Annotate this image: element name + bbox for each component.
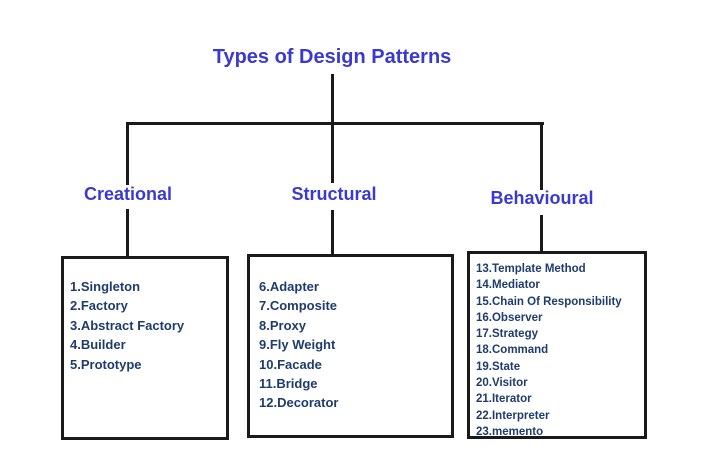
behavioural-patterns-box: 13.Template Method 14.Mediator 15.Chain Of… bbox=[467, 251, 647, 439]
pattern-item: 13.Template Method bbox=[476, 263, 586, 275]
pattern-item: 2.Factory bbox=[70, 298, 128, 314]
pattern-item: 17.Strategy bbox=[476, 328, 539, 341]
pattern-item: 7.Composite bbox=[259, 298, 338, 314]
connector-creational-lower bbox=[126, 209, 129, 256]
pattern-item: 3.Abstract Factory bbox=[70, 317, 185, 333]
pattern-item: 11.Bridge bbox=[259, 376, 318, 392]
pattern-item: 16.Observer bbox=[476, 311, 543, 324]
diagram-title: Types of Design Patterns bbox=[212, 46, 452, 68]
branch-label-structural: Structural bbox=[291, 184, 377, 204]
pattern-item: 12.Decorator bbox=[259, 395, 339, 411]
connector-horizontal-bar bbox=[126, 122, 544, 125]
pattern-item: 5.Prototype bbox=[70, 356, 142, 372]
pattern-item: 23.memento bbox=[476, 425, 544, 438]
connector-behavioural-lower bbox=[540, 215, 543, 251]
pattern-item: 19.State bbox=[476, 360, 521, 373]
pattern-item: 20.Visitor bbox=[476, 377, 528, 390]
pattern-item: 14.Mediator bbox=[476, 279, 540, 292]
pattern-item: 6.Adapter bbox=[259, 279, 319, 294]
branch-label-creational: Creational bbox=[83, 184, 173, 204]
connector-behavioural-upper bbox=[540, 122, 543, 190]
connector-creational-upper bbox=[126, 122, 129, 185]
connector-structural-upper bbox=[331, 122, 334, 183]
pattern-item: 1.Singleton bbox=[70, 279, 141, 294]
pattern-item: 10.Facade bbox=[259, 356, 322, 372]
pattern-item: 21.Iterator bbox=[476, 393, 532, 406]
connector-structural-lower bbox=[331, 210, 334, 254]
branch-label-behavioural: Behavioural bbox=[490, 188, 594, 208]
pattern-item: 9.Fly Weight bbox=[259, 337, 336, 353]
pattern-item: 8.Proxy bbox=[259, 317, 306, 333]
pattern-item: 18.Command bbox=[476, 344, 549, 357]
connector-title-stem bbox=[331, 74, 334, 124]
creational-patterns-box: 1.Singleton 2.Factory 3.Abstract Factory 4.… bbox=[61, 256, 229, 440]
pattern-item: 4.Builder bbox=[70, 337, 126, 353]
pattern-item: 15.Chain Of Responsibility bbox=[476, 295, 622, 308]
structural-patterns-box: 6.Adapter 7.Composite 8.Proxy 9.Fly Weight 1… bbox=[247, 254, 454, 438]
pattern-item: 22.Interpreter bbox=[476, 409, 550, 422]
